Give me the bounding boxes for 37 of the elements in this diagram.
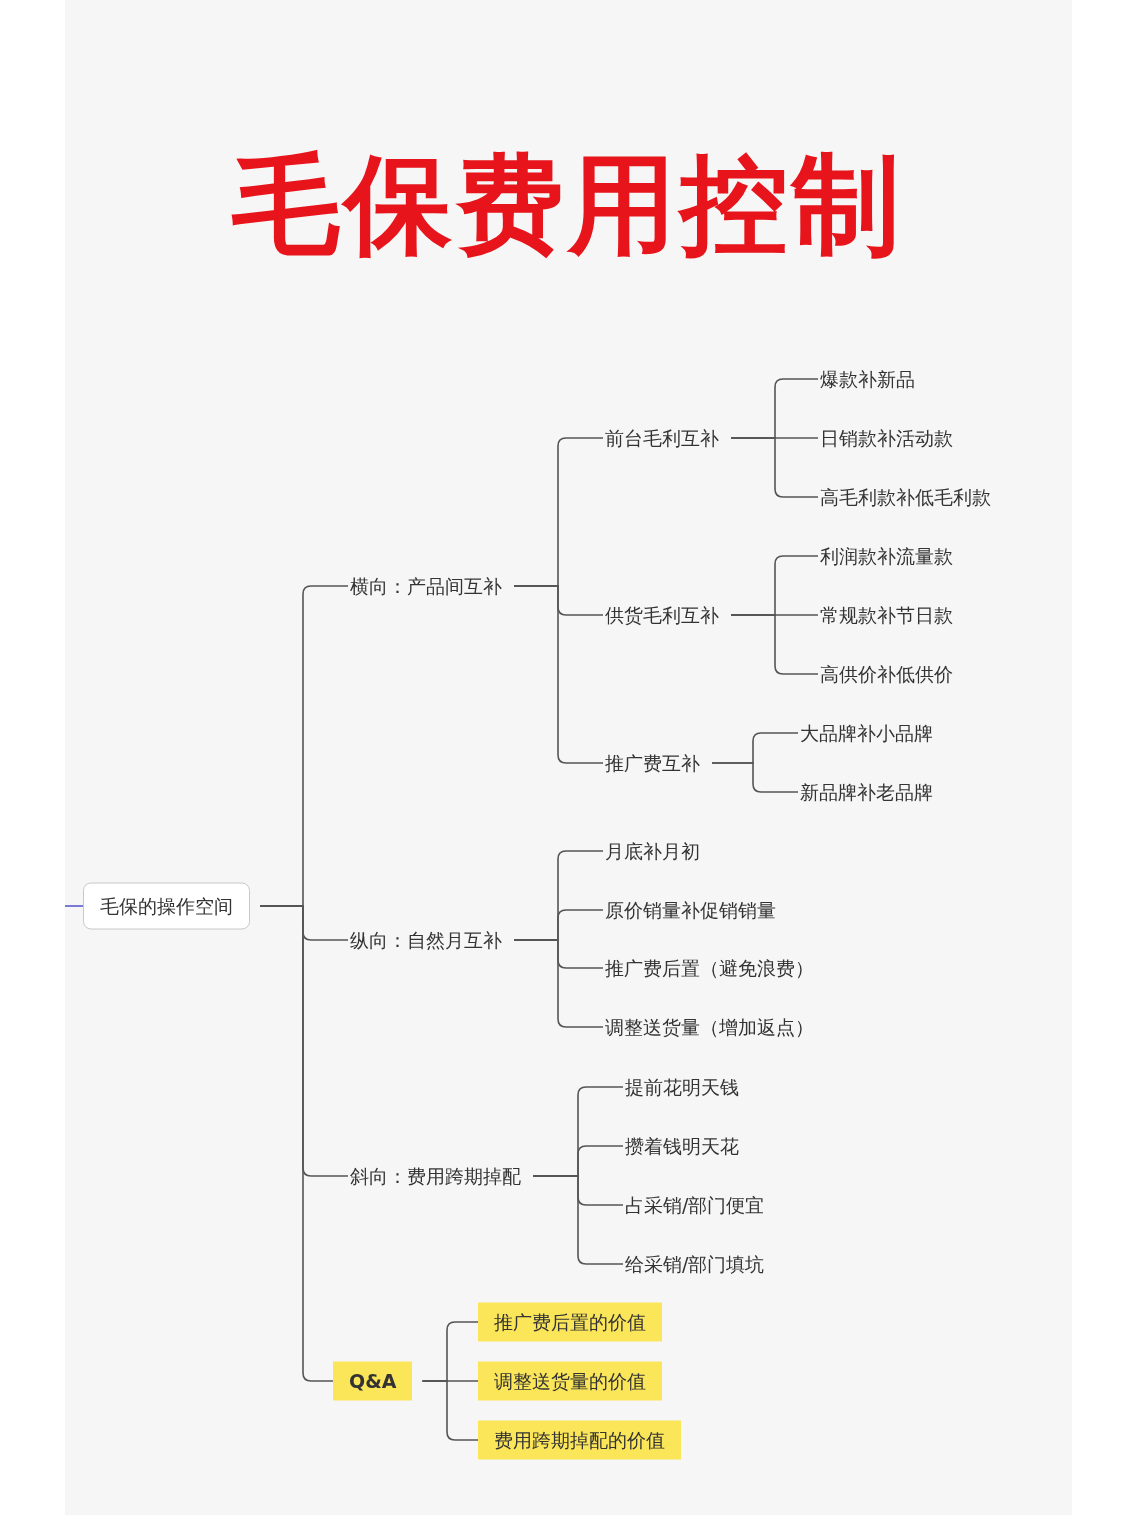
highlighted-topic: 费用跨期掉配的价值 [478,1420,681,1460]
topic-text: 横向：产品间互补 [348,570,504,602]
topic-text: 利润款补流量款 [818,540,955,572]
topic-text: 月底补月初 [603,835,702,867]
topic-text: 原价销量补促销销量 [603,894,778,926]
topic-text: 高毛利款补低毛利款 [818,481,993,513]
highlighted-topic: Q&A [333,1361,413,1401]
topic-text: 攒着钱明天花 [623,1130,741,1162]
topic-text: 占采销/部门便宜 [623,1189,767,1221]
topic-text: 推广费后置（避免浪费） [603,952,816,984]
highlighted-topic: 推广费后置的价值 [478,1302,662,1342]
connector-line [259,905,334,1382]
topic-text: 高供价补低供价 [818,658,955,690]
topic-text: 调整送货量（增加返点） [603,1011,816,1043]
topic-text: 提前花明天钱 [623,1071,741,1103]
topic-text: 纵向：自然月互补 [348,924,504,956]
topic-text: 新品牌补老品牌 [798,776,935,808]
highlighted-topic: 调整送货量的价值 [478,1361,662,1401]
topic-text: 斜向：费用跨期掉配 [348,1160,523,1192]
topic-text: 推广费互补 [603,747,702,779]
connector-line [513,585,604,764]
topic-text: 常规款补节日款 [818,599,955,631]
connector-line [513,939,604,1028]
topic-text: 爆款补新品 [818,363,917,395]
connector-line [730,437,819,498]
connector-line [64,905,84,907]
topic-text: 给采销/部门填坑 [623,1248,767,1280]
connector-line [730,614,819,675]
connector-line [421,1380,479,1441]
title: 毛保费用控制 [230,141,905,269]
topic-text: 日销款补活动款 [818,422,955,454]
root-topic-box: 毛保的操作空间 [83,882,250,930]
topic-text: 大品牌补小品牌 [798,717,935,749]
topic-text: 供货毛利互补 [603,599,721,631]
connector-line [711,762,799,793]
topic-text: 前台毛利互补 [603,422,721,454]
connector-line [532,1175,624,1265]
